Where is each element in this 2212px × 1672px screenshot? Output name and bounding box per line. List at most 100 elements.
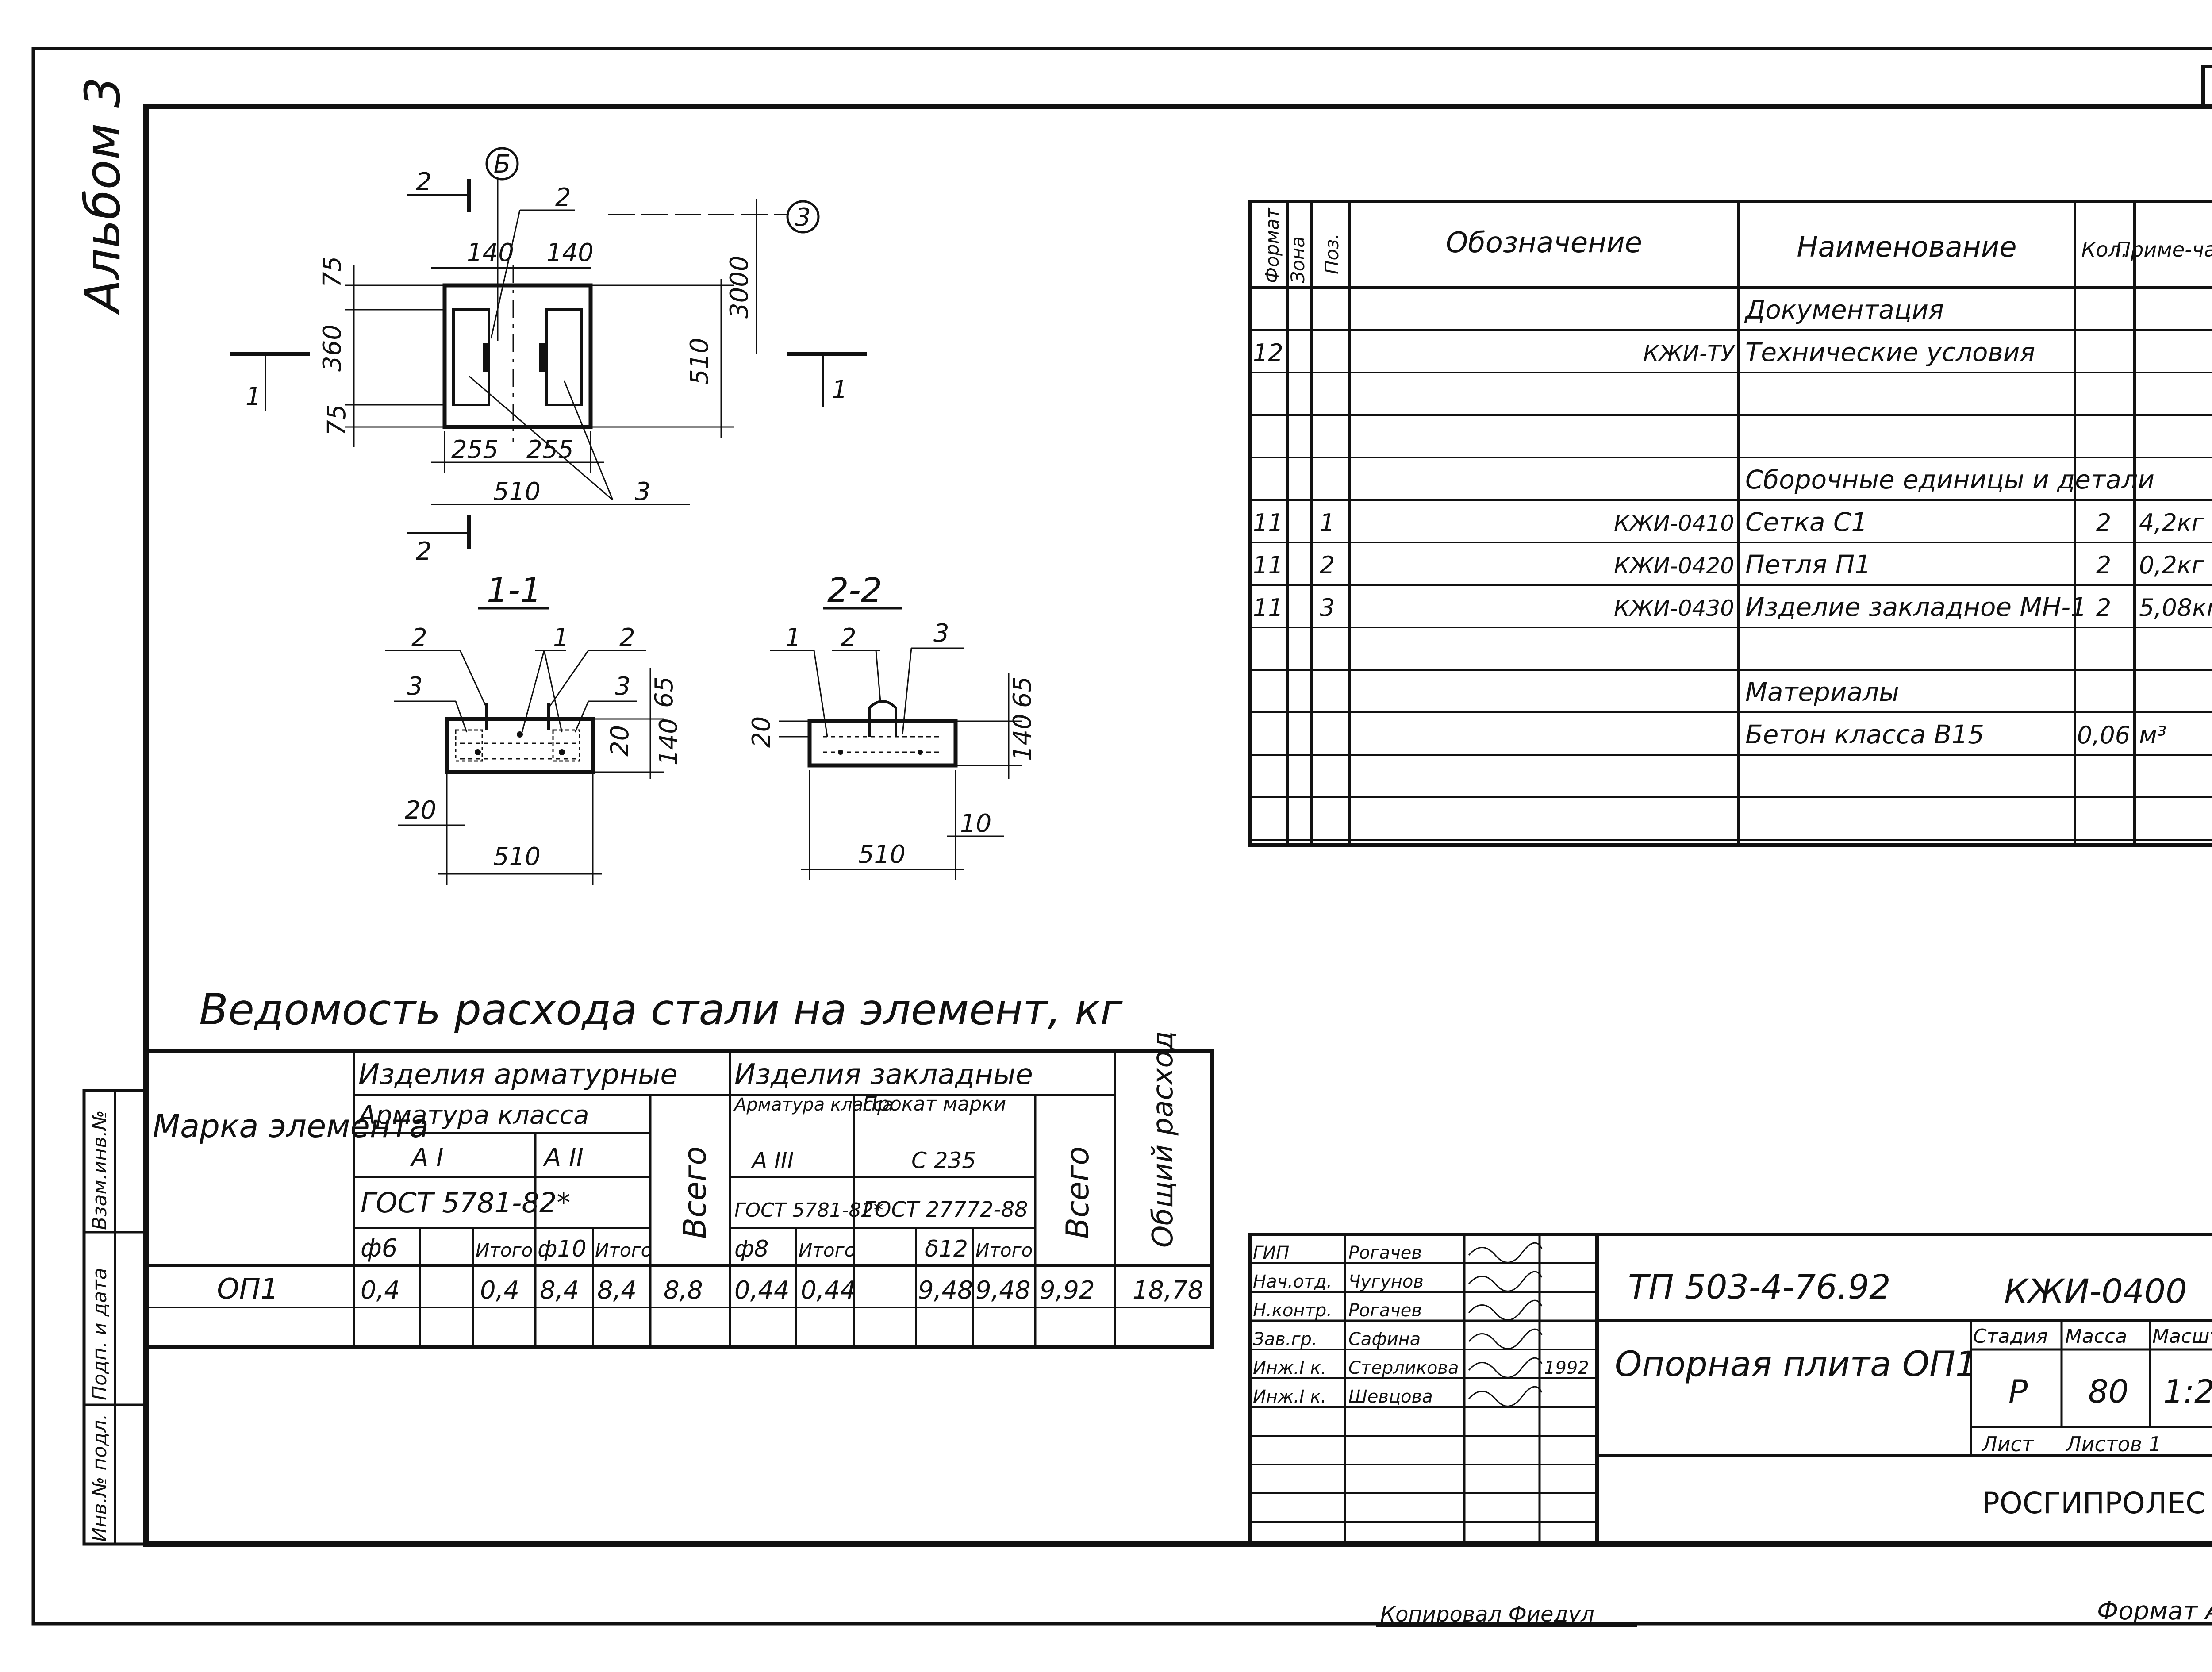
spec-cell-note: м³ <box>2139 721 2166 749</box>
header-gost-27772: ГОСТ 27772-88 <box>863 1197 1028 1222</box>
spec-cell-pos: 3 <box>1320 594 1335 622</box>
label-3-left: 3 <box>407 672 423 701</box>
header-grand-total: Общий расход <box>1147 1031 1179 1248</box>
role-person: Сафина <box>1348 1329 1421 1349</box>
spec-header-designation: Обозначение <box>1446 227 1642 259</box>
label-2-left: 2 <box>411 623 427 652</box>
outer-border <box>31 47 2212 1626</box>
dim-10: 10 <box>960 809 991 838</box>
section-mark-1-left: 1 <box>246 382 261 411</box>
signature-scribble <box>1468 1242 1543 1263</box>
sub-d10: ф10 <box>538 1236 587 1262</box>
title-year: 1992 <box>1544 1358 1589 1378</box>
spec-cell-name: Изделие закладное МН-1 <box>1745 592 2087 622</box>
dim-20-horizontal: 20 <box>405 796 436 825</box>
dim-360: 360 <box>318 324 347 372</box>
section-1-1: 1-1 2 1 2 3 3 65 20 140 <box>385 570 683 885</box>
sub-ai-total: Итого <box>476 1239 533 1261</box>
role-title: Зав.гр. <box>1253 1329 1317 1349</box>
role-person: Шевцова <box>1348 1387 1433 1407</box>
header-mark: Марка элемента <box>153 1107 429 1145</box>
section-2-2-title: 2-2 <box>827 570 882 610</box>
role-title: Инж.I к. <box>1253 1358 1326 1378</box>
dim-510-1-1: 510 <box>493 842 541 871</box>
spec-cell-note: 4,2кг <box>2139 509 2204 537</box>
val-aiii-total: 0,44 <box>801 1276 856 1305</box>
sheet-label: Лист <box>1981 1432 2034 1456</box>
embedded-plate-left <box>452 308 490 406</box>
doc-code: ТП 503-4-76.92 <box>1628 1267 1891 1307</box>
sub-d8: ф8 <box>734 1236 769 1262</box>
item-name: Опорная плита ОП1 <box>1615 1345 1977 1384</box>
role-person: Рогачев <box>1348 1243 1422 1263</box>
label-1: 1 <box>553 623 569 652</box>
plan-view: 140 140 75 360 75 510 3000 3 255 255 510… <box>230 147 867 566</box>
format-label: Формат А3 <box>2097 1597 2212 1626</box>
section-mark-2-bottom: 2 <box>416 537 432 566</box>
spec-cell-designation: КЖИ-0420 <box>1614 553 1734 579</box>
sheets-label: Листов 1 <box>2065 1432 2162 1456</box>
dim-140-left: 140 <box>467 238 514 267</box>
val-aiii-d8: 0,44 <box>734 1276 790 1305</box>
section-2-2: 2-2 1 2 3 65 140 20 10 510 <box>747 570 1037 880</box>
label-3-2-2: 3 <box>933 619 949 648</box>
spec-cell-designation: КЖИ-ТУ <box>1643 341 1736 366</box>
role-title: Н.контр. <box>1253 1300 1332 1321</box>
val-ai-d6: 0,4 <box>361 1276 400 1305</box>
dim-510-horizontal: 510 <box>493 477 541 506</box>
role-title: Инж.I к. <box>1253 1387 1326 1407</box>
sub-d6: ф6 <box>361 1234 398 1263</box>
role-person: Рогачев <box>1348 1300 1422 1321</box>
label-1-2-2: 1 <box>785 623 801 652</box>
spec-cell-name: Технические условия <box>1745 337 2035 367</box>
header-rebar-class: Арматура класса <box>357 1100 589 1130</box>
spec-header-format: Формат <box>1261 207 1283 283</box>
dim-140: 140 <box>654 718 683 765</box>
spec-cell-qty: 2 <box>2096 509 2111 537</box>
spec-header-pos: Поз. <box>1321 233 1343 274</box>
dim-65-2-2: 65 <box>1008 676 1037 708</box>
val-ai-total: 0,4 <box>480 1276 519 1305</box>
spec-cell-format: 11 <box>1253 551 1283 579</box>
val-grand-total: 18,78 <box>1133 1276 1203 1305</box>
header-embedded: Изделия закладные <box>734 1058 1033 1091</box>
copied-by: Копировал Фиедул <box>1380 1602 1594 1627</box>
dim-20-2-2: 20 <box>747 716 776 748</box>
sub-d12: δ12 <box>925 1236 968 1262</box>
section-mark-2-top: 2 <box>416 168 432 196</box>
stamp-sign-date: Подп. и дата <box>88 1268 111 1400</box>
spec-cell-qty: 2 <box>2096 551 2111 579</box>
spec-cell-name: Сборочные единицы и детали <box>1745 465 2154 495</box>
page-number-box <box>2201 65 2212 108</box>
dim-20-vertical: 20 <box>606 725 634 757</box>
slab-outline <box>442 283 593 429</box>
header-rebar: Изделия арматурные <box>358 1058 678 1091</box>
embedded-plate-right <box>545 308 583 406</box>
scale-label: Масштаб <box>2152 1325 2212 1348</box>
sub-aii-total: Итого <box>595 1239 652 1261</box>
sheet-frame: 8 Альбом 3 Копировал Фиедул Формат А3 <box>31 47 2212 1627</box>
side-stamp: Взам.инв.№ Подп. и дата Инв.№ подл. <box>82 1089 148 1546</box>
scale-value: 1:20 <box>2163 1373 2212 1410</box>
label-3-right: 3 <box>615 672 631 701</box>
leader-2-label: 2 <box>555 183 571 212</box>
header-embedded-total: Всего <box>1060 1146 1096 1239</box>
spec-cell-format: 12 <box>1253 339 1283 367</box>
header-gost-small: ГОСТ 5781-82* <box>734 1199 883 1222</box>
section-2-2-body <box>807 719 958 768</box>
dim-255-left: 255 <box>451 435 499 464</box>
role-title: Нач.отд. <box>1253 1272 1332 1292</box>
spec-cell-format: 11 <box>1253 594 1283 622</box>
sub-aiii-total: Итого <box>799 1239 856 1261</box>
val-rebar-total: 8,8 <box>664 1276 703 1305</box>
val-aii-total: 8,4 <box>597 1276 637 1305</box>
spec-header-note: Приме-чание <box>2116 238 2212 261</box>
stage-value: Р <box>2008 1373 2028 1410</box>
spec-cell-qty: 2 <box>2096 594 2111 622</box>
section-1-1-body <box>445 717 595 774</box>
stamp-inv-replace: Взам.инв.№ <box>88 1110 111 1230</box>
dim-3000: 3000 <box>725 255 754 319</box>
spec-cell-designation: КЖИ-0410 <box>1614 511 1734 536</box>
